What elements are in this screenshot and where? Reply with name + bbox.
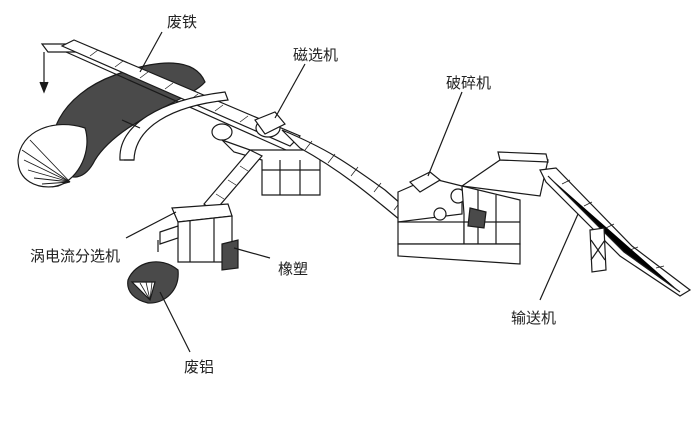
leader-scrap-aluminum [159,291,191,353]
leader-lines [125,31,579,353]
leader-magnetic-separator [274,63,306,119]
lower-conveyor [203,149,263,213]
eddy-current-separator [157,203,239,271]
leader-eddy-current-separator [125,211,177,239]
label-conveyor: 输送机 [511,309,556,327]
top-conveyor-head [39,43,77,94]
leader-scrap-iron [139,31,163,73]
label-scrap-iron: 废铁 [167,13,197,31]
leader-rubber-plastic [233,247,271,259]
leader-conveyor [539,213,579,301]
label-crusher: 破碎机 [446,74,491,92]
label-scrap-aluminum: 废铝 [184,358,214,376]
leader-crusher [427,91,463,177]
label-rubber-plastic: 橡塑 [278,260,308,278]
scrap-aluminum-pile [127,261,179,304]
label-magnetic-separator: 磁选机 [293,46,338,64]
right-conveyor [460,151,692,297]
upper-conveyor [60,39,302,161]
crusher [397,171,521,265]
label-eddy-current-separator: 涡电流分选机 [30,247,120,265]
scrap-iron-pile [17,62,206,188]
